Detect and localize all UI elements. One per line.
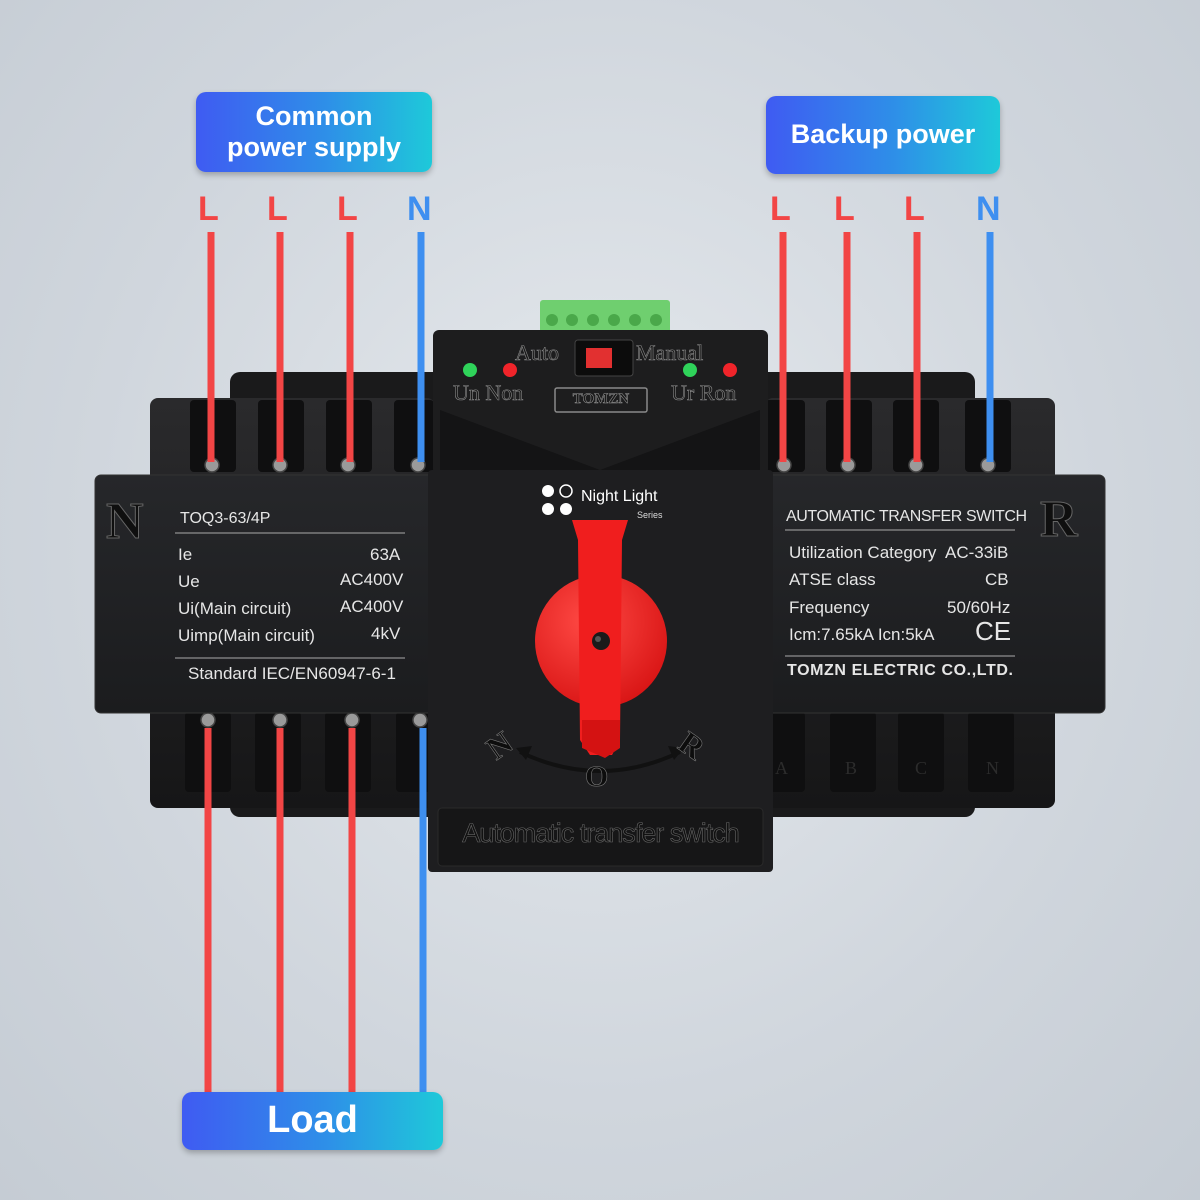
spec-uimp-value: 4kV (371, 624, 401, 643)
spec-ue-key: Ue (178, 572, 200, 591)
green-terminal-block (540, 300, 670, 335)
bottom-nameplate-text: Automatic transfer switch (462, 818, 740, 849)
manual-label: Manual (636, 340, 704, 366)
model-number: TOQ3-63/4P (180, 510, 271, 527)
spec-uimp-key: Uimp(Main circuit) (178, 626, 315, 645)
spec-icm-key: Icm:7.65kA Icn:5kA (789, 625, 935, 644)
terminal-letter-n: N (986, 758, 999, 778)
wire-label-right-l3: L (904, 190, 925, 228)
backup-power-text: Backup power (790, 119, 976, 150)
led-ron (723, 363, 737, 377)
wires-load (204, 728, 427, 1092)
wire-label-right-n: N (976, 190, 1001, 228)
wire-label-left-l2: L (267, 190, 288, 228)
series-sub: Series (637, 510, 663, 520)
right-panel-title: AUTOMATIC TRANSFER SWITCH (786, 508, 1027, 525)
common-power-line1: Common (255, 100, 373, 131)
brand-plate (554, 387, 648, 413)
series-name: Night Light (581, 488, 658, 505)
wire-label-right-l2: L (834, 190, 855, 228)
bottom-nameplate (437, 807, 764, 867)
load-banner: Load (182, 1092, 443, 1150)
night-light-logo (542, 484, 573, 515)
spec-frequency-value: 50/60Hz (947, 598, 1011, 617)
common-power-line2: power supply (226, 132, 402, 162)
company-name: TOMZN ELECTRIC CO.,LTD. (787, 662, 1014, 679)
bottom-terminals-right (765, 712, 1014, 792)
spec-atse-value: CB (985, 570, 1009, 589)
spec-ue-value: AC400V (340, 570, 404, 589)
terminal-letter-b: B (845, 758, 858, 778)
dial-arc (519, 750, 681, 773)
wire-label-right-l1: L (770, 190, 791, 228)
wire-label-left-l3: L (337, 190, 358, 228)
terminal-letter-c: C (915, 758, 928, 778)
spec-category-value: AC-33iB (945, 543, 1009, 562)
un-non-label: Un Non (453, 380, 524, 406)
backup-power-banner: Backup power (766, 96, 1000, 174)
spec-ie-value: 63A (370, 545, 401, 564)
left-big-letter: N (106, 493, 145, 551)
standard-text: Standard IEC/EN60947-6-1 (188, 664, 396, 683)
wire-label-left-n: N (407, 190, 432, 228)
wires-backup (779, 232, 994, 462)
spec-category-key: Utilization Category (789, 543, 937, 562)
dial-o-label: O (585, 760, 609, 794)
rotary-handle (535, 520, 667, 758)
right-big-letter: R (1040, 491, 1079, 549)
load-text: Load (267, 1099, 358, 1142)
spec-ui-value: AC400V (340, 597, 404, 616)
terminal-letter-a: A (775, 758, 788, 778)
center-chevron (440, 410, 760, 475)
spec-frequency-key: Frequency (789, 598, 870, 617)
ur-ron-label: Ur Ron (671, 380, 737, 406)
ce-mark: CE (975, 616, 1012, 646)
wires-common (207, 232, 425, 462)
spec-ie-key: Ie (178, 545, 193, 564)
led-non (503, 363, 517, 377)
led-ur (683, 363, 697, 377)
spec-atse-key: ATSE class (789, 570, 876, 589)
spec-ui-key: Ui(Main circuit) (178, 599, 292, 618)
led-un (463, 363, 477, 377)
wire-label-left-l1: L (198, 190, 219, 228)
brand-plate-text: TOMZN (572, 391, 630, 408)
auto-label: Auto (515, 340, 560, 366)
common-power-banner: Common power supply (196, 92, 432, 172)
